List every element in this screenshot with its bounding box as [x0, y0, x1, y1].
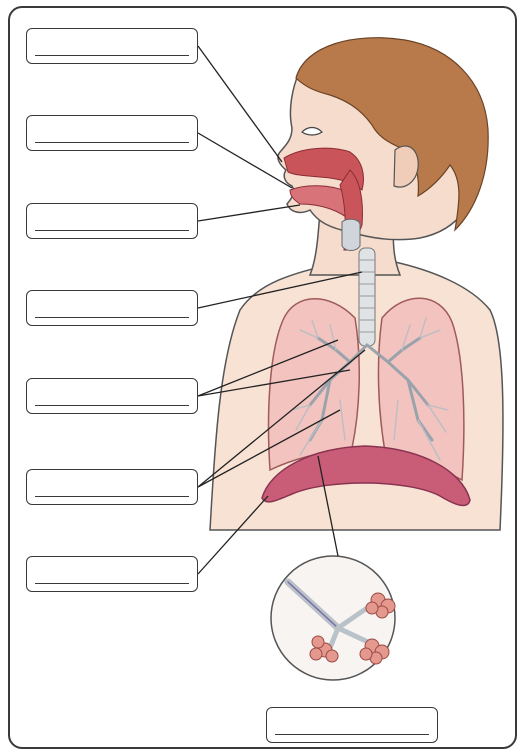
answer-line: [35, 496, 189, 498]
answer-line: [35, 142, 189, 144]
label-box-6[interactable]: [26, 469, 198, 505]
label-box-4[interactable]: [26, 290, 198, 326]
answer-line: [275, 734, 429, 736]
label-box-7[interactable]: [26, 556, 198, 592]
label-box-8[interactable]: [266, 707, 438, 743]
label-box-3[interactable]: [26, 203, 198, 239]
answer-line: [35, 230, 189, 232]
answer-line: [35, 317, 189, 319]
trachea: [359, 248, 375, 346]
label-box-5[interactable]: [26, 378, 198, 414]
label-box-1[interactable]: [26, 28, 198, 64]
answer-line: [35, 405, 189, 407]
label-box-2[interactable]: [26, 115, 198, 151]
answer-line: [35, 583, 189, 585]
answer-line: [35, 55, 189, 57]
larynx: [342, 219, 360, 250]
